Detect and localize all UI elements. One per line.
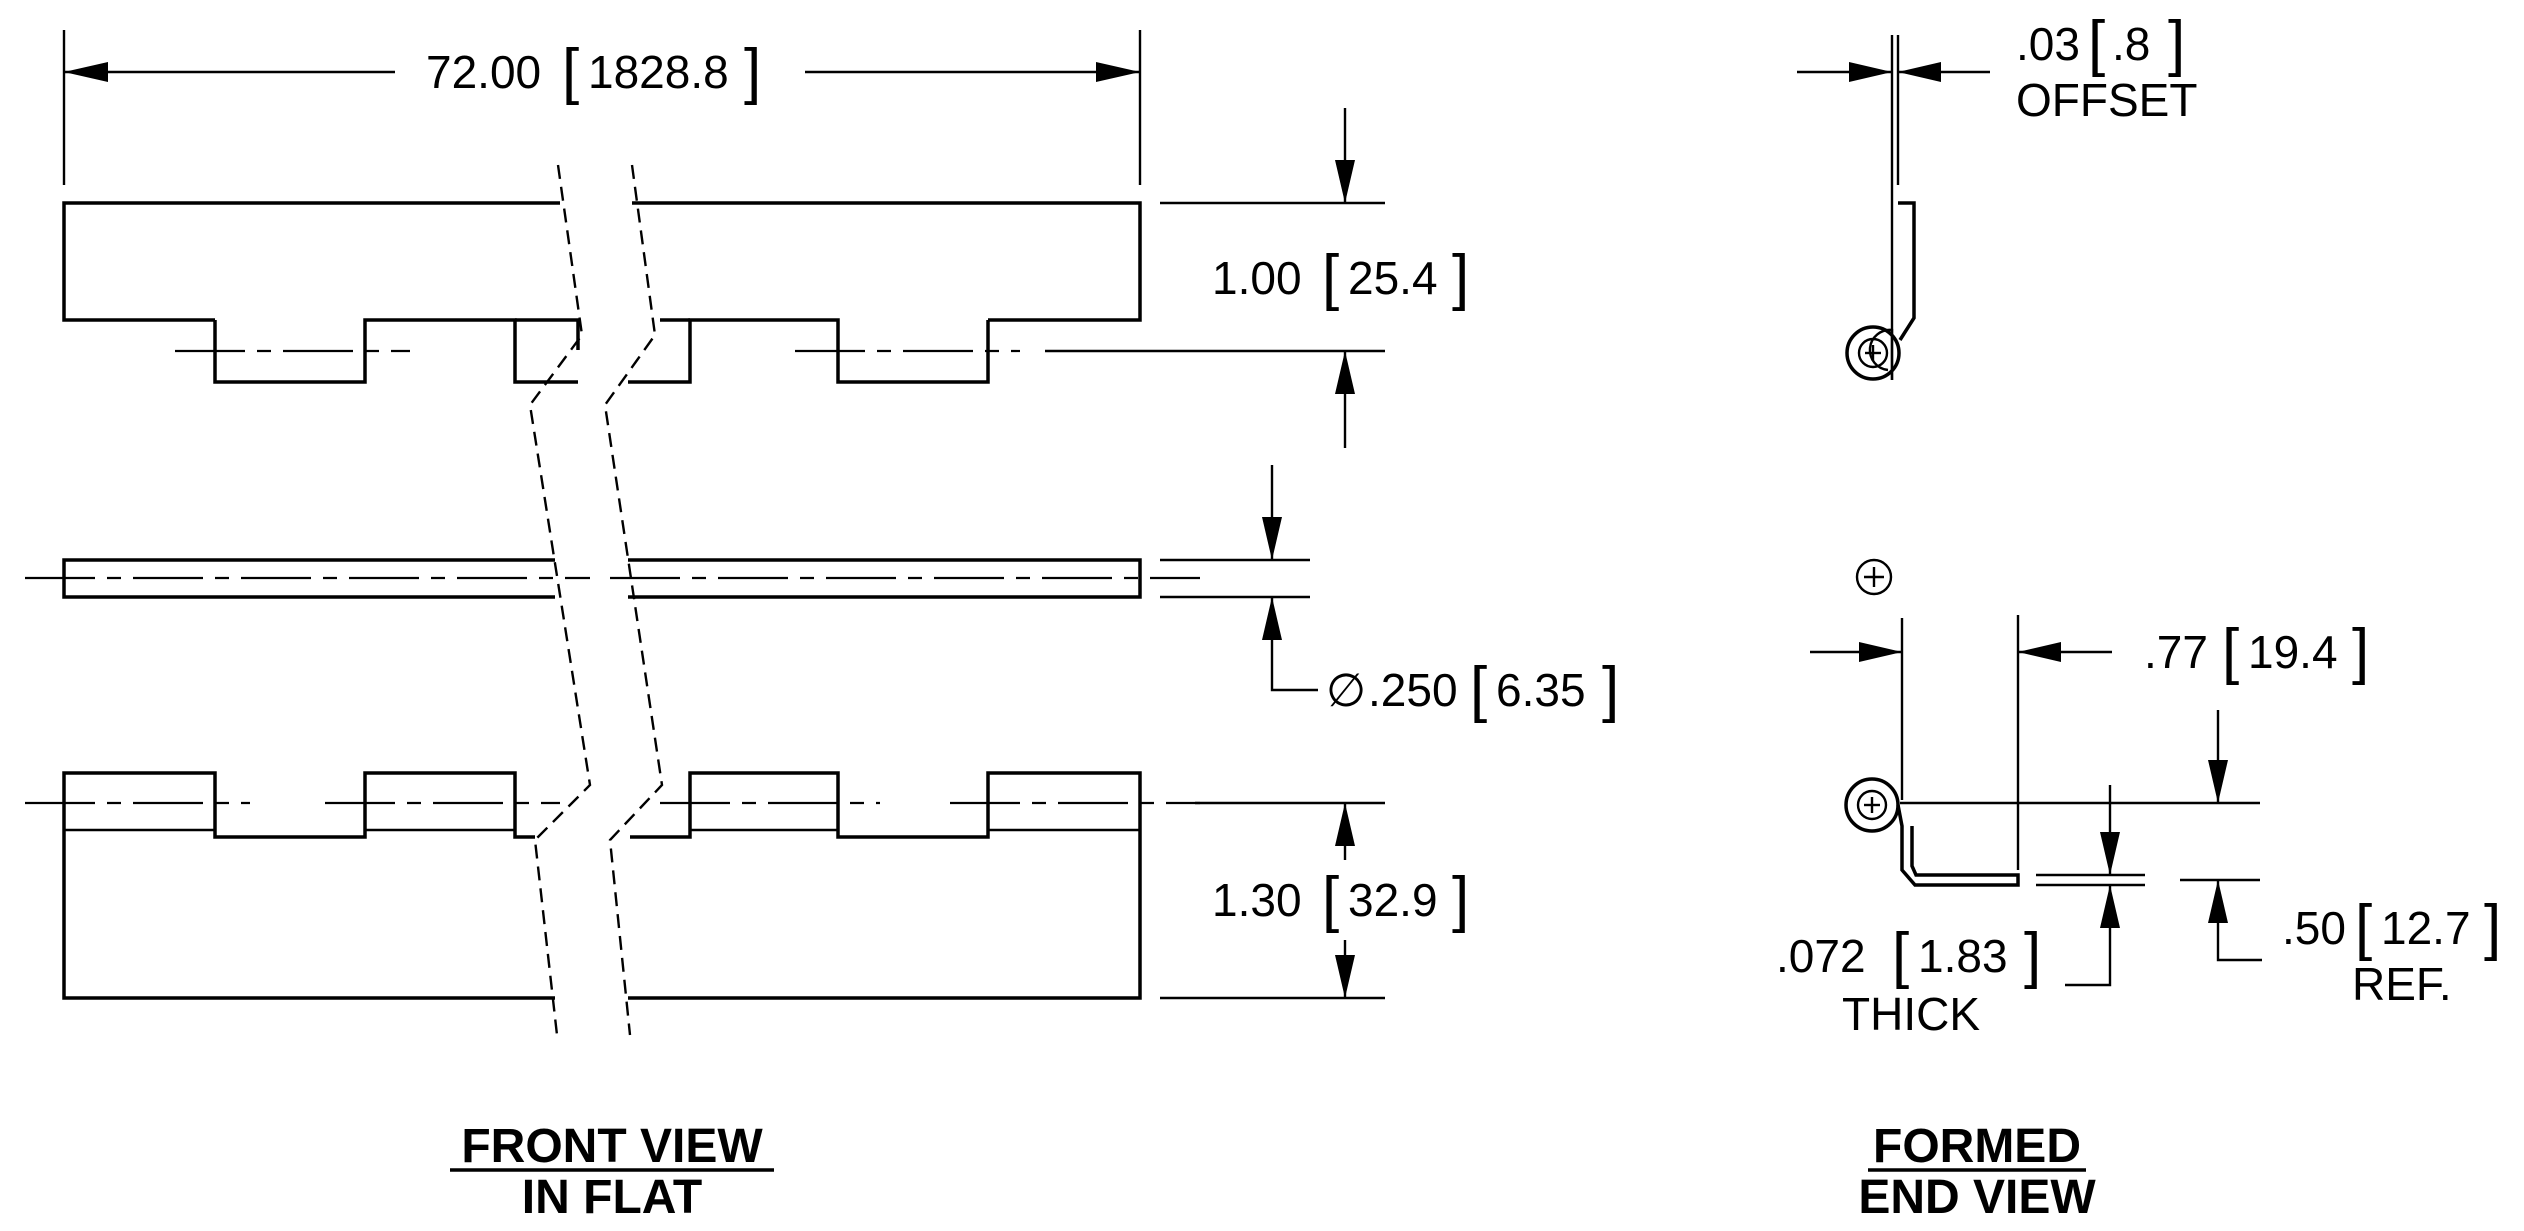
pin-diameter-symbol: ∅ (1326, 664, 1366, 716)
open-width-value: 1.30 (1212, 874, 1302, 926)
knuckle-offset-bracket-open: [ (1322, 243, 1339, 312)
end-view-formed (1844, 558, 2260, 887)
height-bracket-open: [ (2355, 893, 2372, 962)
offset-note: OFFSET (2016, 74, 2197, 126)
knuckle-offset-value: 1.00 (1212, 252, 1302, 304)
knuckle-offset-metric: 25.4 (1348, 252, 1438, 304)
offset-metric: .8 (2112, 18, 2150, 70)
open-width-dimension: 1.30 [ 32.9 ] (1160, 801, 1469, 1000)
leaf-width-bracket-open: [ (2222, 617, 2239, 686)
leaf-width-value: .77 (2144, 626, 2208, 678)
knuckle-offset-bracket-close: ] (1452, 243, 1469, 312)
height-bracket-close: ] (2484, 893, 2501, 962)
knuckle-offset-dimension: 1.00 [ 25.4 ] (1045, 108, 1469, 448)
front-view-title: FRONT VIEW IN FLAT (450, 1120, 774, 1224)
pin-rod (25, 558, 1200, 599)
thickness-note: THICK (1842, 988, 1980, 1040)
leaf-width-bracket-close: ] (2352, 617, 2369, 686)
front-view-title-line1: FRONT VIEW (461, 1120, 763, 1173)
leaf-width-metric: 19.4 (2248, 626, 2338, 678)
thickness-value: .072 (1776, 930, 1866, 982)
offset-dimension: .03 [ .8 ] OFFSET (1797, 9, 2197, 126)
leaf-width-dimension: .77 [ 19.4 ] (1810, 615, 2369, 870)
height-dimension: .50 [ 12.7 ] REF. (2180, 710, 2501, 1010)
overall-length-value: 72.00 (426, 46, 541, 98)
front-view-title-line2: IN FLAT (522, 1171, 702, 1224)
height-value: .50 (2282, 902, 2346, 954)
end-view: .03 [ .8 ] OFFSET .77 [ (1776, 9, 2501, 1224)
bottom-leaf (25, 771, 1200, 1000)
thickness-metric: 1.83 (1918, 930, 2008, 982)
thickness-dimension: .072 [ 1.83 ] THICK (1776, 785, 2145, 1040)
overall-length-dimension: 72.00 [ 1828.8 ] (62, 30, 1142, 185)
offset-bracket-open: [ (2088, 9, 2105, 78)
open-width-metric: 32.9 (1348, 874, 1438, 926)
pin-diameter-dimension: ∅ .250 [ 6.35 ] (1160, 465, 1619, 724)
offset-value: .03 (2016, 18, 2080, 70)
top-leaf (62, 201, 1142, 384)
thickness-bracket-open: [ (1892, 921, 1909, 990)
overall-length-bracket-open: [ (562, 37, 579, 106)
pin-diameter-bracket-open: [ (1470, 655, 1487, 724)
pin-diameter-metric: 6.35 (1496, 664, 1586, 716)
pin-diameter-bracket-close: ] (1602, 655, 1619, 724)
thickness-bracket-close: ] (2024, 921, 2041, 990)
break-lines (528, 164, 664, 1036)
end-view-title-line2: END VIEW (1858, 1171, 2096, 1224)
open-width-bracket-open: [ (1322, 865, 1339, 934)
pin-diameter-value: .250 (1368, 664, 1458, 716)
overall-length-bracket-close: ] (744, 37, 761, 106)
end-view-title-line1: FORMED (1873, 1120, 2081, 1173)
end-view-title: FORMED END VIEW (1858, 1120, 2096, 1224)
offset-bracket-close: ] (2168, 9, 2185, 78)
overall-length-metric: 1828.8 (588, 46, 729, 98)
open-width-bracket-close: ] (1452, 865, 1469, 934)
end-view-closed (1845, 35, 1916, 381)
height-note: REF. (2352, 958, 2452, 1010)
front-view: 72.00 [ 1828.8 ] 1.00 [ 25.4 (25, 30, 1619, 1224)
height-metric: 12.7 (2381, 902, 2471, 954)
